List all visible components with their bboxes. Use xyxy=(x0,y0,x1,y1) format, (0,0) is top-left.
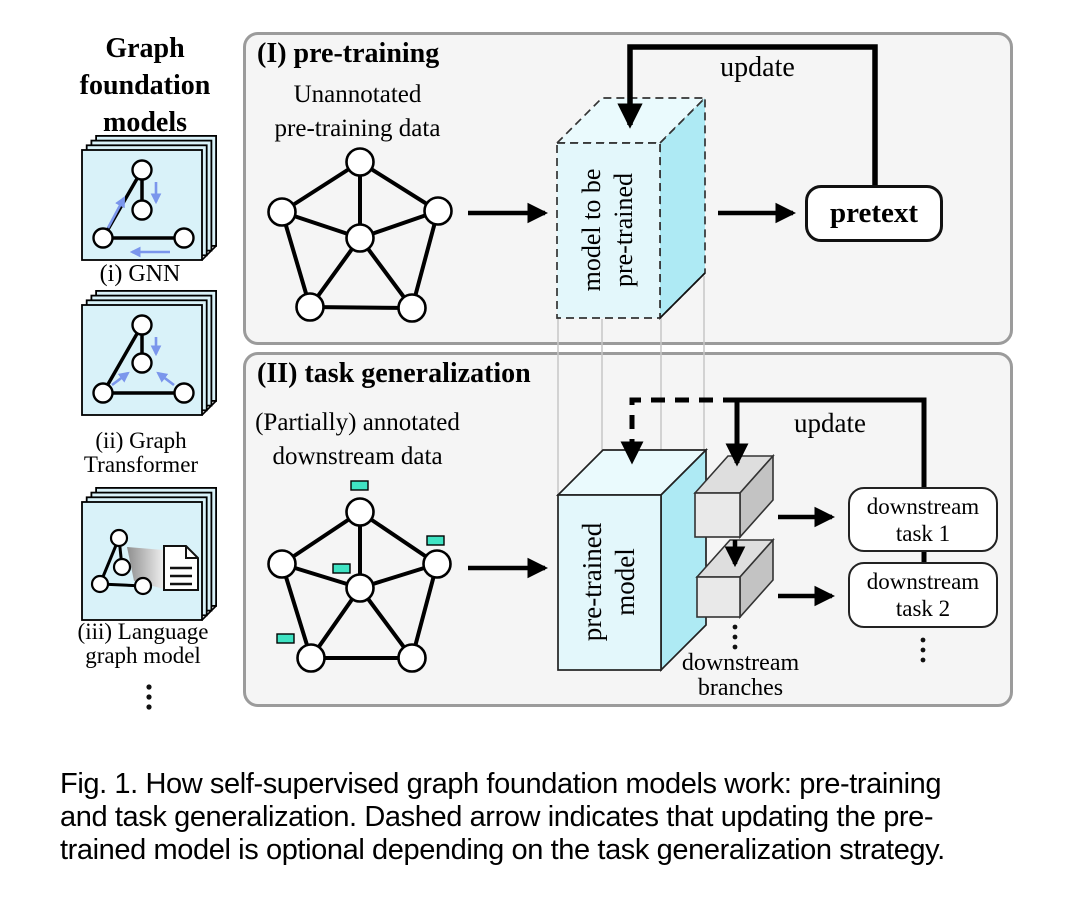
downstream-branch-box-2 xyxy=(695,537,775,620)
sidebar-title: Graph foundation models xyxy=(79,33,211,138)
downstream-branch-box-1 xyxy=(693,453,775,540)
pretraining-panel-title: (I) pre-training xyxy=(257,38,440,69)
model-to-be-pretrained-box xyxy=(554,95,708,321)
update-arrow-pretraining xyxy=(617,44,878,187)
pretraining-data-label: Unannotated pre-training data xyxy=(274,81,441,142)
downstream-task2-box: downstream task 2 xyxy=(848,562,998,628)
update-arrow-task xyxy=(725,397,927,488)
pretraining-graph xyxy=(267,147,453,323)
card-caption-language-graph: (iii) Language graph model xyxy=(77,619,209,668)
beam-shape xyxy=(127,547,164,589)
model-box-bottom-edge xyxy=(659,272,706,319)
figure-caption: Fig. 1. How self-supervised graph founda… xyxy=(60,768,945,866)
downstream-task1-box: downstream task 1 xyxy=(848,487,998,552)
flow-arrows xyxy=(468,202,836,607)
card-caption-graph-transformer: (ii) Graph Transformer xyxy=(83,428,199,477)
pretrained-model-box xyxy=(555,447,709,673)
model-to-be-pretrained-label: model to be pre-trained xyxy=(577,168,638,292)
gnn-card xyxy=(81,134,217,261)
card-caption-gnn: (i) GNN xyxy=(99,261,181,287)
update-label-task: update xyxy=(794,408,866,438)
document-icon xyxy=(163,545,199,591)
downstream-graph xyxy=(267,480,452,673)
annotation-tags xyxy=(276,480,445,644)
pretrained-model-label: pre-trained model xyxy=(577,522,640,642)
task-panel-title: (II) task generalization xyxy=(257,358,531,389)
downstream-branches-label: downstream branches xyxy=(681,650,800,701)
pretext-box: pretext xyxy=(805,185,943,242)
graph-transformer-card xyxy=(81,289,217,416)
ellipsis-dots xyxy=(146,624,926,710)
update-label-pretraining: update xyxy=(720,52,795,83)
attention-arrows-icon xyxy=(111,337,175,387)
optional-update-dashed-arrow xyxy=(620,397,737,465)
language-graph-model-card xyxy=(81,486,217,621)
message-passing-arrows-icon xyxy=(106,182,170,258)
downstream-data-label: (Partially) annotated downstream data xyxy=(255,409,460,470)
